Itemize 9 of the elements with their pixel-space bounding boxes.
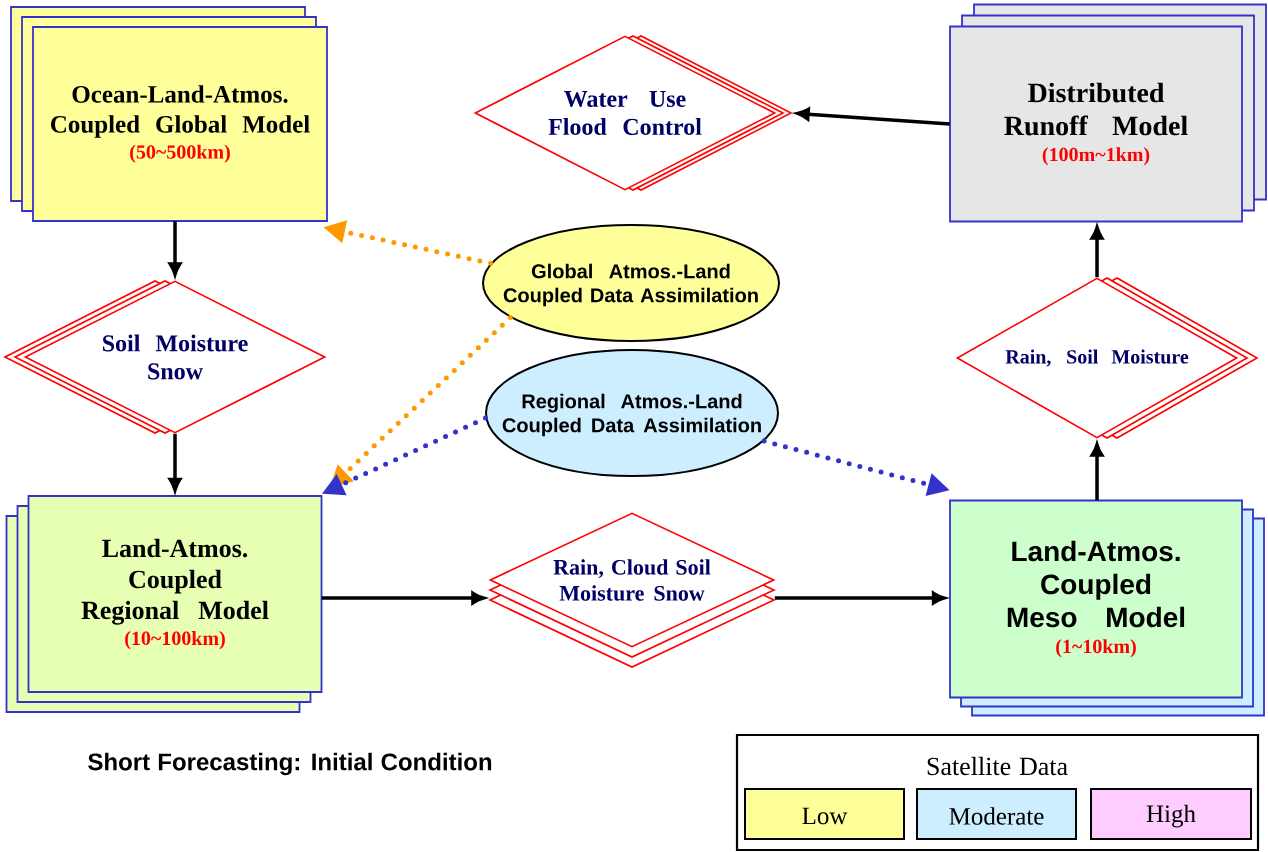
model-box: Land-Atmos. Coupled Meso Model (1~10km) — [949, 499, 1265, 717]
legend-title: Satellite Data — [927, 756, 1068, 776]
legend-item: Low — [744, 788, 905, 840]
note-text: Short Forecasting: Initial Condition — [88, 752, 492, 776]
legend-item: High — [1090, 788, 1252, 840]
model-box: Ocean-Land-Atmos. Coupled Global Model (50~500km) — [10, 6, 328, 222]
legend-item: Moderate — [916, 788, 1077, 840]
model-box: Land-Atmos. Coupled Regional Model (10~100km) — [5, 495, 323, 713]
model-box: Distributed Runoff Model (100m~1km) — [949, 3, 1267, 223]
